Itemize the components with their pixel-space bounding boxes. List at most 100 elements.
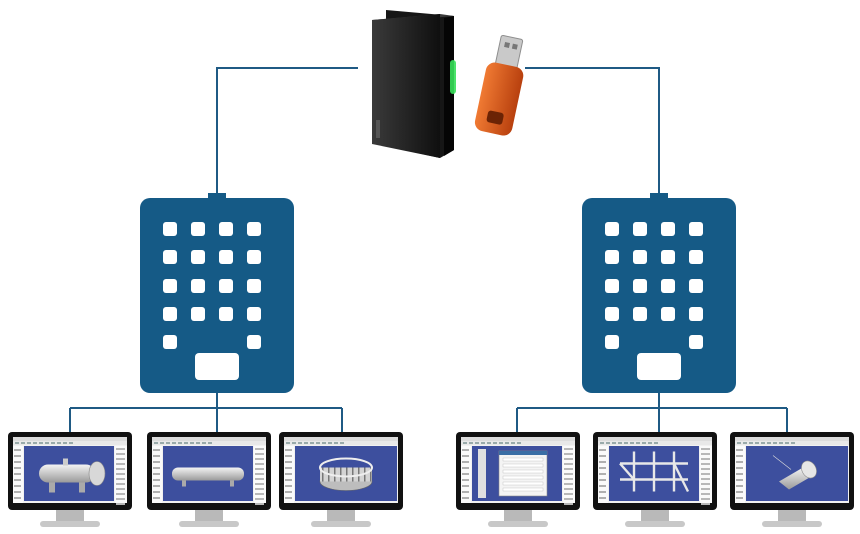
building-window <box>163 250 177 264</box>
building-window <box>633 250 647 264</box>
panel-line <box>285 479 292 481</box>
panel-line <box>701 488 710 490</box>
server-tower-front <box>372 14 440 158</box>
monitor-neck <box>778 510 806 522</box>
toolbar-button <box>316 442 320 444</box>
monitor-base <box>311 521 371 527</box>
panel-line <box>116 473 125 475</box>
panel-line <box>701 493 710 495</box>
panel-line <box>153 449 160 451</box>
panel-line <box>736 467 743 469</box>
panel-line <box>462 497 469 499</box>
dialog-field <box>502 487 544 492</box>
panel-line <box>153 455 160 457</box>
panel-line <box>285 497 292 499</box>
panel-line <box>701 468 710 470</box>
toolbar-button <box>636 442 640 444</box>
panel-line <box>116 453 125 455</box>
panel-line <box>255 453 264 455</box>
pipe-segment <box>619 462 635 481</box>
toolbar-button <box>322 442 326 444</box>
building-window <box>605 222 619 236</box>
vessel-head <box>88 461 106 486</box>
usb-pin-left <box>504 42 510 48</box>
ring-rib <box>340 467 342 482</box>
panel-line <box>153 491 160 493</box>
panel-line <box>701 478 710 480</box>
toolbar-button <box>648 442 652 444</box>
building-window <box>661 250 675 264</box>
building-door <box>195 353 239 380</box>
toolbar-button <box>340 442 344 444</box>
panel-line <box>255 463 264 465</box>
toolbar-button <box>755 442 759 444</box>
toolbar-button <box>190 442 194 444</box>
panel-line <box>116 478 125 480</box>
panel-line <box>255 478 264 480</box>
panel-line <box>285 473 292 475</box>
toolbar-button <box>493 442 497 444</box>
panel-line <box>116 463 125 465</box>
monitor-neck <box>504 510 532 522</box>
panel-line <box>564 453 573 455</box>
vessel-saddle <box>230 480 234 487</box>
panel-line <box>116 468 125 470</box>
toolbar-button <box>475 442 479 444</box>
panel-line <box>564 498 573 500</box>
building-window <box>163 335 177 349</box>
toolbar-button <box>334 442 338 444</box>
toolbar-button <box>160 442 164 444</box>
panel-line <box>462 479 469 481</box>
toolbar-button <box>600 442 604 444</box>
toolbar-button <box>286 442 290 444</box>
column-form-model <box>478 449 548 498</box>
ring-rib <box>334 467 336 482</box>
building-window <box>219 307 233 321</box>
monitor-base <box>762 521 822 527</box>
building-window <box>605 250 619 264</box>
panel-line <box>255 483 264 485</box>
toolbar-button <box>743 442 747 444</box>
building-window <box>163 279 177 293</box>
screen-menubar <box>461 437 575 441</box>
building-window <box>689 222 703 236</box>
monitor-base <box>625 521 685 527</box>
building-window <box>191 222 205 236</box>
panel-line <box>736 485 743 487</box>
building-window <box>247 279 261 293</box>
panel-line <box>153 497 160 499</box>
toolbar-button <box>767 442 771 444</box>
building-window <box>689 335 703 349</box>
pipe-segment <box>672 462 690 493</box>
panel-line <box>255 458 264 460</box>
panel-line <box>462 473 469 475</box>
panel-line <box>701 448 710 450</box>
toolbar-button <box>21 442 25 444</box>
building-roof-cap <box>208 193 226 200</box>
monitor-base <box>179 521 239 527</box>
toolbar-button <box>208 442 212 444</box>
panel-line <box>255 498 264 500</box>
toolbar-button <box>172 442 176 444</box>
panel-line <box>462 461 469 463</box>
panel-line <box>14 473 21 475</box>
panel-line <box>116 503 125 505</box>
panel-line <box>14 491 21 493</box>
toolbar-button <box>511 442 515 444</box>
vessel-nozzle <box>63 458 68 466</box>
toolbar-button <box>737 442 741 444</box>
usb-body <box>474 62 524 136</box>
panel-line <box>736 491 743 493</box>
toolbar-button <box>196 442 200 444</box>
panel-line <box>255 473 264 475</box>
building-window <box>219 250 233 264</box>
screen-menubar <box>735 437 849 441</box>
panel-line <box>285 449 292 451</box>
building-window <box>633 307 647 321</box>
connection-lines <box>69 67 788 433</box>
screen-menubar <box>152 437 266 441</box>
monitor-base <box>40 521 100 527</box>
vessel-saddle <box>79 482 85 493</box>
toolbar-button <box>154 442 158 444</box>
toolbar-button <box>773 442 777 444</box>
